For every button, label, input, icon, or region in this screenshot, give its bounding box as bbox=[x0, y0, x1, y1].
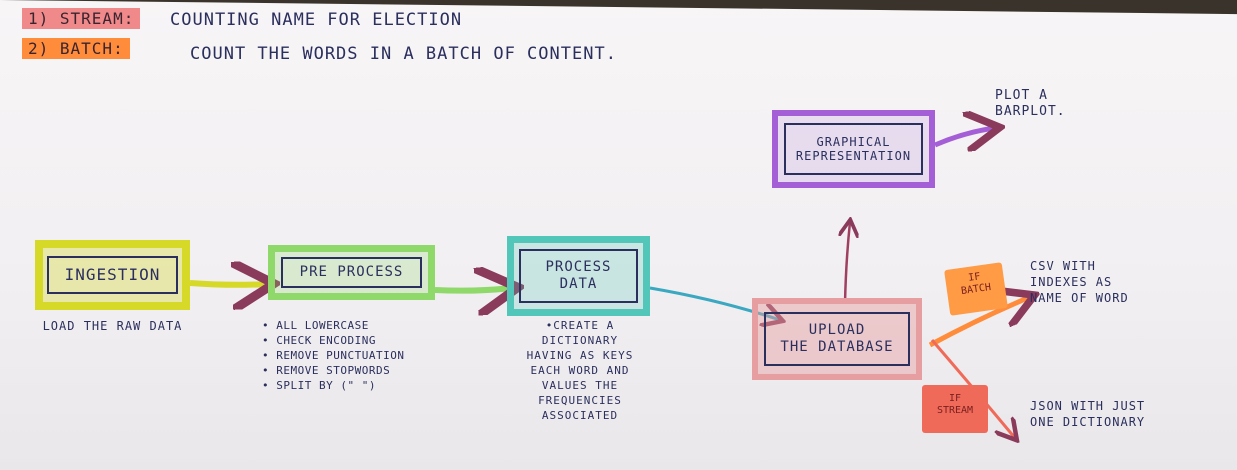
stream-note-line: ONE DICTIONARY bbox=[1030, 415, 1146, 429]
arrow-ingestion-to-preprocess bbox=[189, 283, 268, 285]
plot-note-line2: BARPLOT. bbox=[995, 104, 1066, 119]
preprocess-step: • REMOVE STOPWORDS bbox=[262, 364, 391, 377]
process-note-line: DICTIONARY bbox=[541, 334, 619, 347]
process-note-line: HAVING AS KEYS bbox=[526, 349, 634, 362]
batch-note-line: INDEXES AS bbox=[1030, 275, 1113, 289]
batch-note-line: NAME OF WORD bbox=[1030, 291, 1129, 305]
node-graph-label-line2: REPRESENTATION bbox=[795, 149, 912, 163]
node-process-data: PROCESS DATA bbox=[507, 236, 650, 316]
badge-if-stream: IF STREAM bbox=[922, 385, 988, 433]
node-ingestion: INGESTION bbox=[35, 240, 190, 310]
process-note-line: EACH WORD AND bbox=[530, 364, 630, 377]
preprocess-step: • CHECK ENCODING bbox=[262, 334, 376, 347]
arrow-process-to-upload bbox=[649, 286, 780, 320]
plot-note: PLOT A BARPLOT. bbox=[995, 88, 1095, 120]
process-note-line: FREQUENCIES bbox=[538, 394, 622, 407]
node-preprocess: PRE PROCESS bbox=[268, 245, 435, 300]
legend-stream-tag: 1) STREAM: bbox=[22, 8, 141, 29]
arrow-upload-to-batch bbox=[928, 297, 1030, 348]
process-note: •CREATE A DICTIONARY HAVING AS KEYS EACH… bbox=[505, 318, 655, 423]
preprocess-steps: • ALL LOWERCASE • CHECK ENCODING • REMOV… bbox=[262, 318, 404, 393]
node-ingestion-label: INGESTION bbox=[64, 265, 161, 285]
node-upload-label-line1: UPLOAD bbox=[808, 322, 866, 339]
arrow-graph-to-plot bbox=[934, 128, 995, 145]
preprocess-step: • SPLIT BY (" ") bbox=[262, 379, 376, 392]
stream-note: JSON WITH JUST ONE DICTIONARY bbox=[1030, 398, 1210, 430]
arrow-upload-to-graph bbox=[845, 222, 850, 304]
badge-stream-line1: IF bbox=[948, 393, 962, 404]
node-process-label-line1: PROCESS bbox=[545, 259, 612, 276]
preprocess-step: • REMOVE PUNCTUATION bbox=[262, 349, 405, 362]
legend-batch-tag: 2) BATCH: bbox=[22, 38, 130, 59]
arrow-preprocess-to-process bbox=[434, 288, 512, 291]
badge-if-batch: IF BATCH bbox=[944, 262, 1008, 316]
legend-batch-text: COUNT THE WORDS IN A BATCH OF CONTENT. bbox=[190, 44, 617, 64]
node-graph-label-line1: GRAPHICAL bbox=[816, 134, 891, 149]
process-note-line: •CREATE A bbox=[545, 319, 615, 332]
node-preprocess-label: PRE PROCESS bbox=[299, 264, 404, 281]
node-process-label-line2: DATA bbox=[559, 276, 598, 292]
process-note-line: VALUES THE bbox=[541, 379, 619, 392]
legend-stream-text: COUNTING NAME FOR ELECTION bbox=[170, 10, 463, 30]
badge-stream-line2: STREAM bbox=[936, 405, 974, 416]
preprocess-step: • ALL LOWERCASE bbox=[262, 319, 369, 332]
batch-note: CSV WITH INDEXES AS NAME OF WORD bbox=[1030, 258, 1190, 306]
stream-note-line: JSON WITH JUST bbox=[1030, 399, 1146, 413]
batch-note-line: CSV WITH bbox=[1030, 259, 1096, 273]
node-upload-label-line2: THE DATABASE bbox=[780, 339, 894, 355]
node-upload-database: UPLOAD THE DATABASE bbox=[752, 298, 922, 380]
ingestion-note: LOAD THE RAW DATA bbox=[42, 319, 183, 333]
plot-note-line1: PLOT A bbox=[995, 88, 1048, 103]
node-graphical-representation: GRAPHICAL REPRESENTATION bbox=[772, 110, 935, 188]
process-note-line: ASSOCIATED bbox=[541, 409, 619, 422]
